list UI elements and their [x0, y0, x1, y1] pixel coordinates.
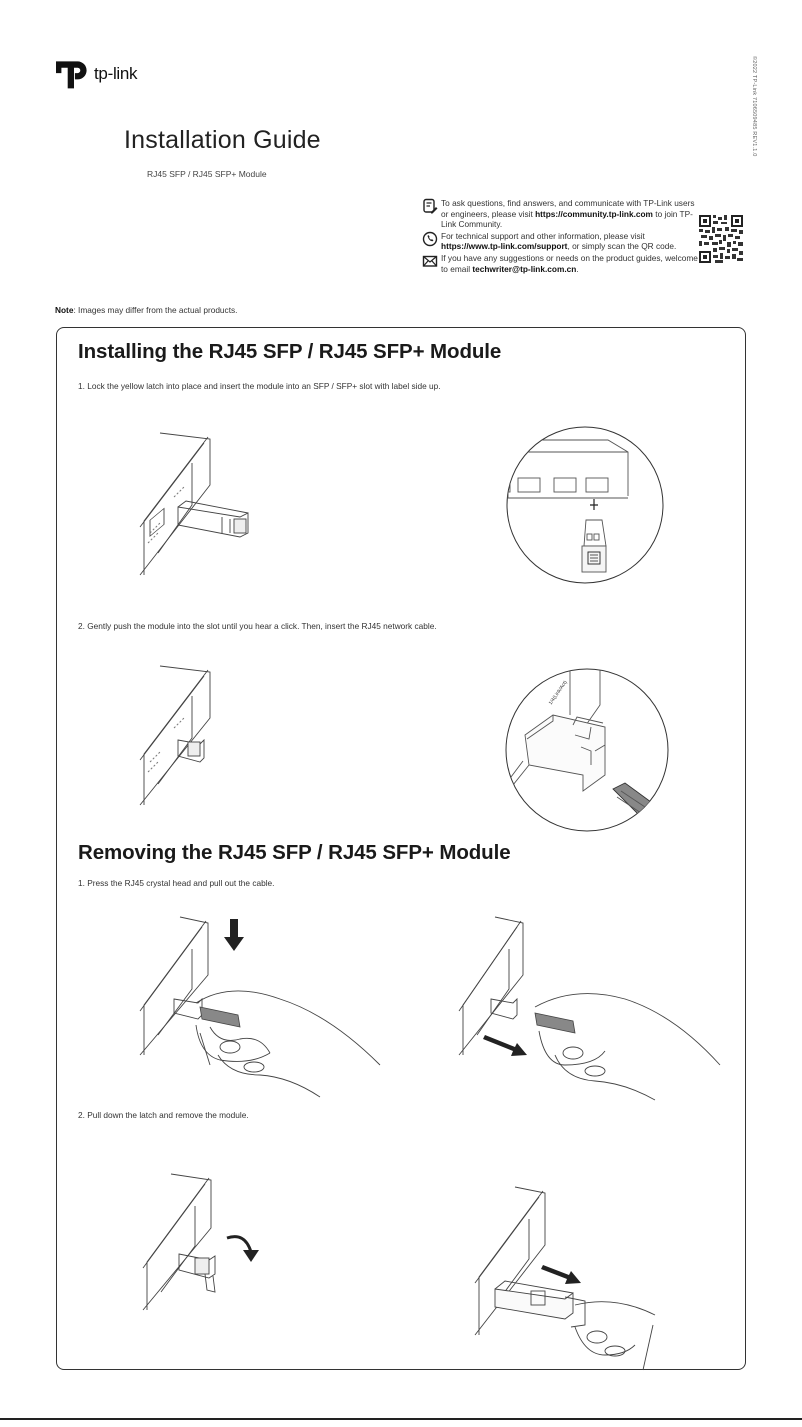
note: Note: Images may differ from the actual … — [55, 305, 238, 315]
email-link[interactable]: techwriter@tp-link.com.cn — [472, 263, 577, 274]
module-seated-illustration — [130, 660, 240, 810]
pull-arrow-icon — [483, 1035, 527, 1056]
section-title-installing: Installing the RJ45 SFP / RJ45 SFP+ Modu… — [78, 340, 502, 363]
qr-code — [699, 215, 743, 263]
down-arrow-icon — [224, 919, 244, 951]
slot-closeup-circle-illustration — [506, 410, 664, 588]
switch-with-module-inserted-illustration — [130, 425, 270, 585]
page-bottom-rule — [0, 1418, 802, 1420]
remove-step-1: 1. Press the RJ45 crystal head and pull … — [78, 878, 275, 888]
document-title: Installation Guide — [124, 126, 321, 154]
phone-icon — [422, 231, 438, 246]
install-step-1: 1. Lock the yellow latch into place and … — [78, 381, 441, 391]
install-step-2: 2. Gently push the module into the slot … — [78, 621, 437, 631]
remove-module-illustration — [455, 1185, 656, 1371]
document-subtitle: RJ45 SFP / RJ45 SFP+ Module — [147, 169, 267, 179]
brand-name: tp-link — [94, 64, 138, 83]
community-row: To ask questions, find answers, and comm… — [422, 198, 702, 230]
tech-support-row: For technical support and other informat… — [422, 231, 702, 252]
section-title-removing: Removing the RJ45 SFP / RJ45 SFP+ Module — [78, 841, 511, 864]
document-code: ©2022 TP-Link 7106509485 REV1.1.0 — [751, 56, 757, 157]
mail-icon — [422, 255, 438, 267]
community-link[interactable]: https://community.tp-link.com — [535, 208, 653, 219]
community-edit-icon — [423, 198, 438, 214]
qr-code-icon — [699, 215, 743, 263]
pull-down-latch-illustration — [135, 1170, 275, 1315]
rotate-arrow-icon — [243, 1250, 259, 1262]
email-row: If you have any suggestions or needs on … — [422, 253, 702, 274]
support-info: To ask questions, find answers, and comm… — [422, 198, 702, 275]
pull-out-cable-illustration — [455, 915, 725, 1101]
rj45-cable-closeup-circle-illustration: 1/4(Link/Act) — [505, 665, 670, 835]
support-link[interactable]: https://www.tp-link.com/support — [441, 241, 568, 252]
tp-link-logo-icon — [56, 61, 87, 89]
remove-step-2: 2. Pull down the latch and remove the mo… — [78, 1110, 249, 1120]
pull-right-arrow-icon — [541, 1265, 581, 1284]
instructions-frame — [56, 327, 746, 1370]
tp-link-logo: tp-link — [56, 54, 166, 94]
press-down-cable-illustration — [130, 915, 390, 1100]
